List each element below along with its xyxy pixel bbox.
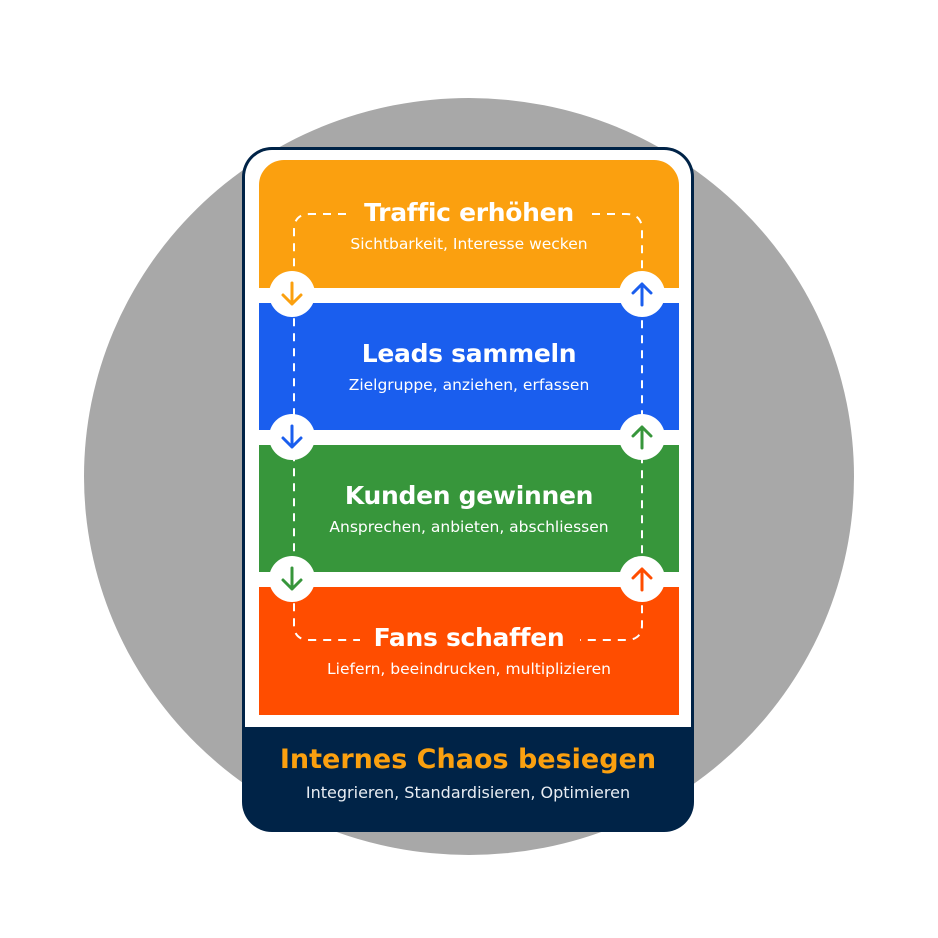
arrow-down-icon (269, 271, 315, 317)
stage-subtitle: Sichtbarkeit, Interesse wecken (350, 235, 588, 253)
arrow-down-icon (269, 556, 315, 602)
stage-subtitle: Liefern, beeindrucken, multiplizieren (327, 660, 611, 678)
stage-title: Fans schaffen (373, 623, 565, 652)
arrow-up-icon (619, 556, 665, 602)
stage-title: Kunden gewinnen (344, 481, 594, 510)
stage-subtitle: Zielgruppe, anziehen, erfassen (348, 376, 590, 394)
stage-subtitle: Ansprechen, anbieten, abschliessen (329, 518, 609, 536)
arrow-up-icon (619, 271, 665, 317)
stage-traffic: Traffic erhöhen Sichtbarkeit, Interesse … (259, 160, 679, 288)
footer-title: Internes Chaos besiegen (279, 744, 657, 775)
stage-leads: Leads sammeln Zielgruppe, anziehen, erfa… (259, 303, 679, 430)
stage-kunden: Kunden gewinnen Ansprechen, anbieten, ab… (259, 445, 679, 572)
arrow-down-icon (269, 414, 315, 460)
stage-title: Traffic erhöhen (364, 198, 574, 227)
footer-subtitle: Integrieren, Standardisieren, Optimieren (305, 783, 631, 802)
stage-fans: Fans schaffen Liefern, beeindrucken, mul… (259, 587, 679, 715)
stage-title: Leads sammeln (361, 339, 577, 368)
arrow-up-icon (619, 414, 665, 460)
